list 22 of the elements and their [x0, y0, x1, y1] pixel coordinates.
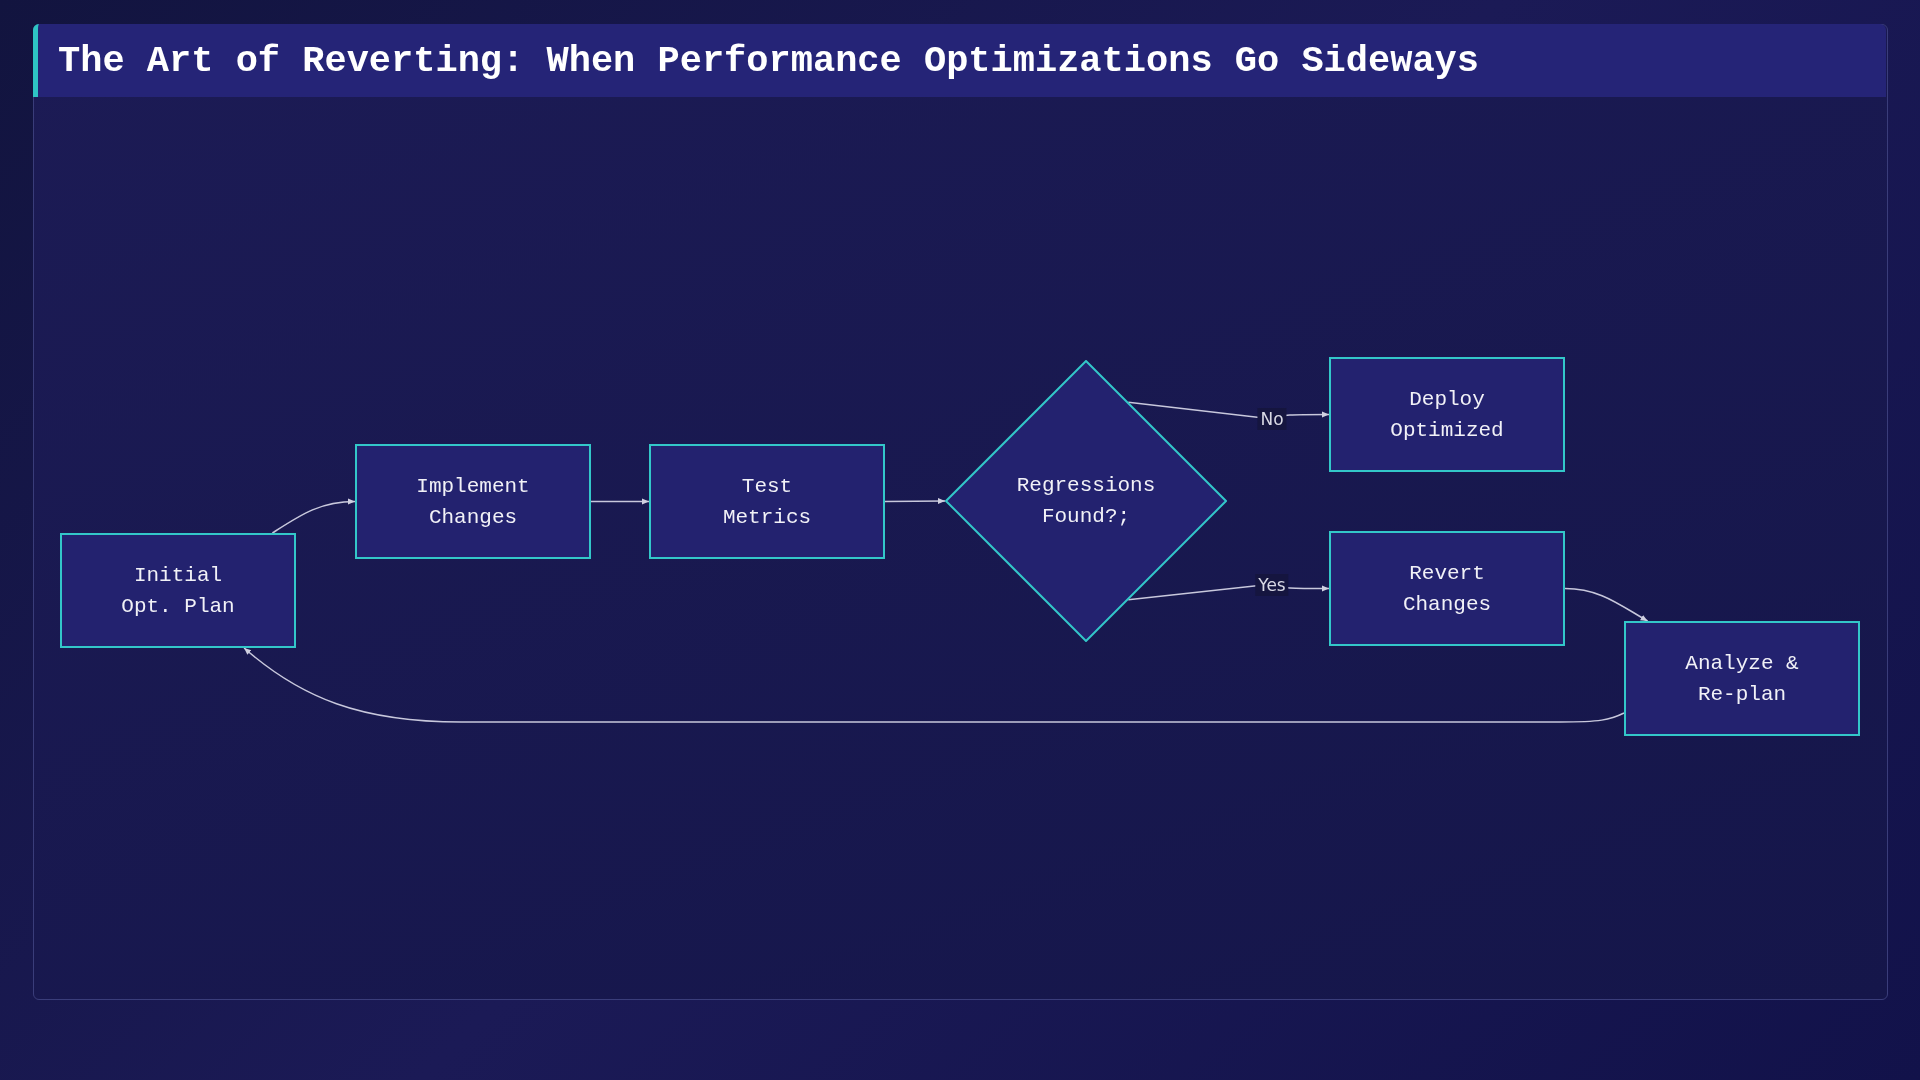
arrow [884, 498, 946, 505]
node-label: Test Metrics [721, 473, 813, 531]
arrow [590, 498, 650, 505]
process-box [60, 533, 296, 648]
process-box [1624, 621, 1860, 736]
process-box [355, 444, 591, 559]
node-label: Analyze & Re-plan [1684, 650, 1800, 708]
arrow [1564, 587, 1649, 622]
process-box [1329, 531, 1565, 646]
node-label: Initial Opt. Plan [120, 562, 236, 620]
node-label: Implement Changes [415, 473, 531, 531]
edge-label: Yes [1255, 573, 1289, 596]
arrow [271, 498, 356, 534]
process-box [1329, 357, 1565, 472]
decision-diamond [945, 360, 1227, 642]
node-label: Deploy Optimized [1389, 386, 1505, 444]
arrow [243, 647, 1625, 723]
title: The Art of Reverting: When Performance Optimizations Go Sideways [58, 39, 1480, 82]
node-label: Regressions Found?; [1015, 473, 1157, 530]
node-label: Revert Changes [1401, 560, 1493, 618]
process-box [649, 444, 885, 559]
edge-label: No [1257, 407, 1287, 430]
